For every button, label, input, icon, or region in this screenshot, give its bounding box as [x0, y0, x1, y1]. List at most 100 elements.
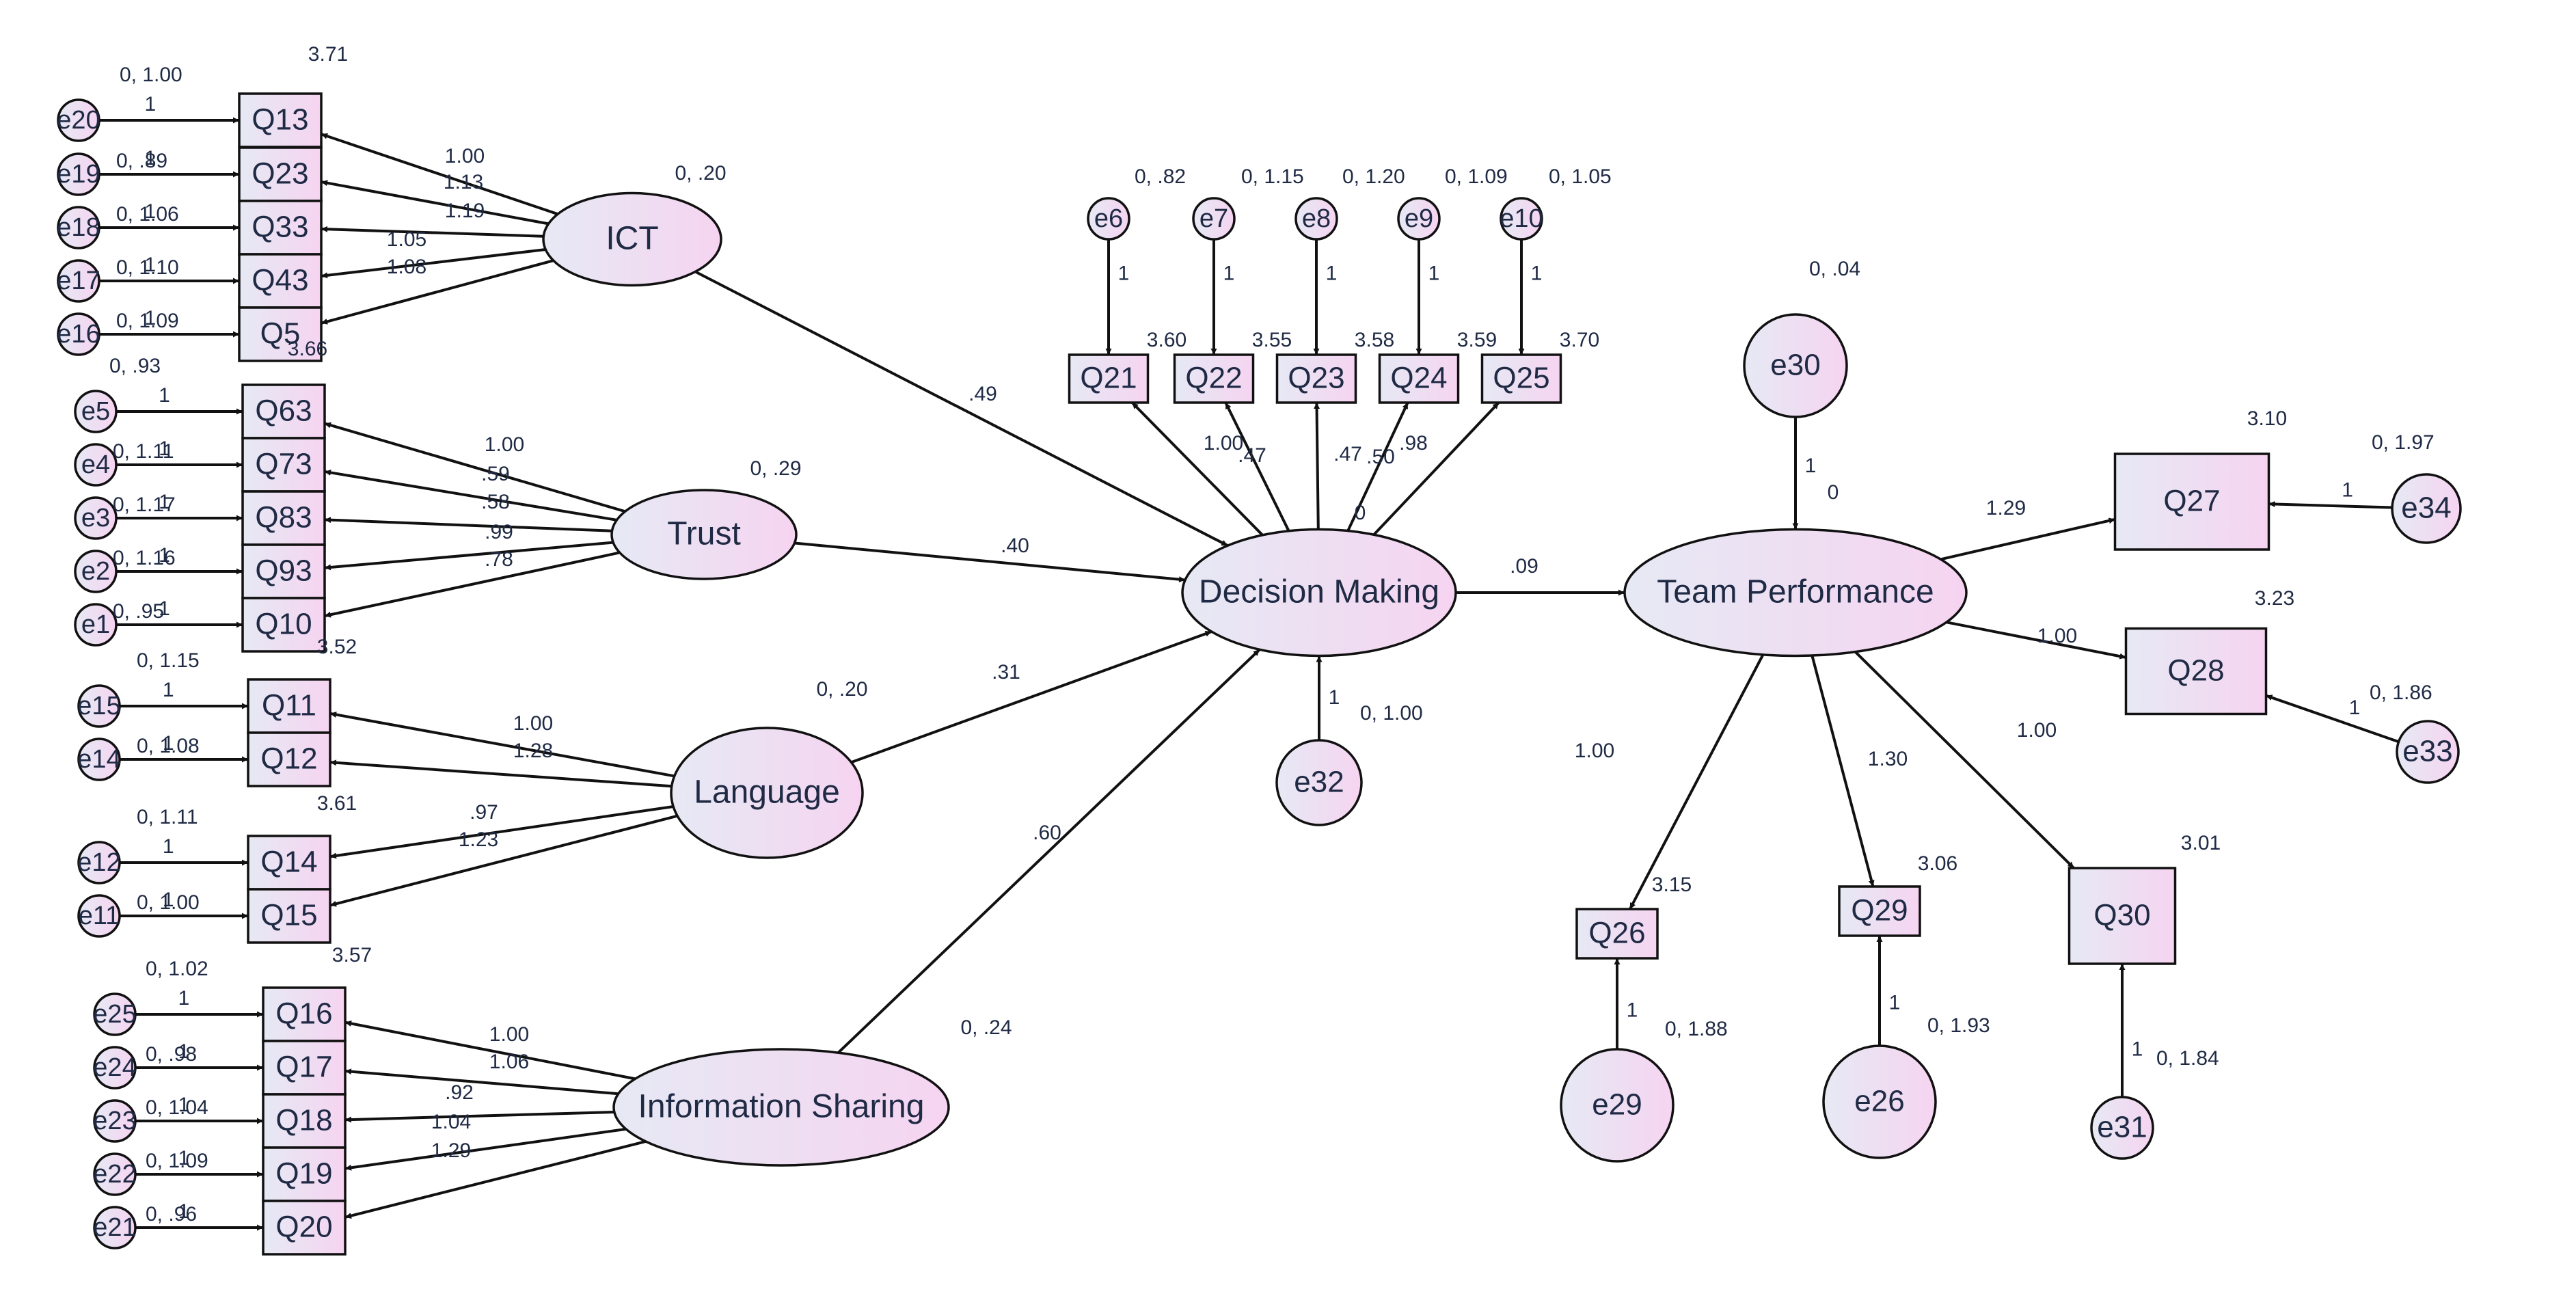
- error-e12[interactable]: [77, 841, 121, 884]
- error-e1[interactable]: [74, 603, 118, 647]
- path-e33-to-q28: [2265, 694, 2400, 744]
- observed-q20[interactable]: [262, 1200, 347, 1256]
- latent-tp[interactable]: [1623, 528, 1968, 658]
- path-coefficient-trust-q93: .99: [485, 521, 513, 543]
- observed-q23[interactable]: [238, 146, 323, 202]
- observed-q30[interactable]: [2067, 867, 2177, 965]
- observed-q43[interactable]: [238, 253, 323, 309]
- error-weight-e1: 1: [159, 597, 170, 620]
- observed-label-q18: Q18: [275, 1104, 332, 1137]
- error-weight-e8: 1: [1326, 262, 1338, 284]
- error-e15[interactable]: [77, 684, 121, 728]
- latent-variance-info: 0, .24: [960, 1016, 1012, 1039]
- error-e14[interactable]: [77, 738, 121, 781]
- error-weight-e29: 1: [1627, 999, 1638, 1022]
- error-e16[interactable]: [57, 312, 100, 356]
- error-e31[interactable]: [2090, 1096, 2154, 1160]
- error-e9[interactable]: [1397, 197, 1441, 241]
- latent-language[interactable]: [670, 727, 864, 859]
- error-e10[interactable]: [1500, 197, 1543, 241]
- observed-label-q20: Q20: [275, 1211, 332, 1244]
- error-e26[interactable]: [1822, 1044, 1937, 1159]
- error-weight-e18: 1: [145, 200, 157, 223]
- observed-q17[interactable]: [262, 1040, 347, 1096]
- error-e25[interactable]: [93, 992, 137, 1036]
- observed-q23b[interactable]: [1275, 353, 1357, 404]
- latent-ict[interactable]: [542, 191, 722, 287]
- observed-label-q5: Q5: [260, 317, 301, 351]
- error-e4[interactable]: [74, 443, 118, 487]
- error-e5[interactable]: [74, 390, 118, 433]
- observed-q29[interactable]: [1838, 885, 1921, 937]
- latent-variance-language: 0, .20: [816, 678, 867, 701]
- path-info-to-q18: [344, 1110, 614, 1123]
- observed-q28[interactable]: [2124, 627, 2268, 716]
- latent-dm[interactable]: [1181, 528, 1457, 658]
- error-e24[interactable]: [93, 1046, 137, 1090]
- error-variance-e6: 0, .82: [1135, 165, 1186, 188]
- error-e3[interactable]: [74, 496, 118, 540]
- observed-q26[interactable]: [1575, 908, 1659, 960]
- error-label-e19: e19: [57, 160, 100, 189]
- path-coefficient-ict-q43: 1.05: [387, 228, 426, 251]
- path-coefficient-language-q15: 1.23: [459, 828, 498, 851]
- observed-q73[interactable]: [241, 437, 326, 493]
- path-coefficient-ict-q5: 1.08: [387, 256, 426, 278]
- observed-q15[interactable]: [247, 888, 331, 944]
- error-e29[interactable]: [1560, 1048, 1675, 1163]
- error-variance-e15: 0, 1.15: [137, 649, 200, 672]
- observed-q11[interactable]: [247, 678, 331, 734]
- latent-label-info: Information Sharing: [638, 1089, 925, 1125]
- latent-label-dm: Decision Making: [1199, 574, 1439, 610]
- error-weight-e32: 1: [1329, 686, 1340, 709]
- error-weight-e4: 1: [159, 437, 170, 460]
- observed-q24[interactable]: [1378, 353, 1460, 404]
- error-e34[interactable]: [2391, 473, 2462, 544]
- error-e17[interactable]: [57, 259, 100, 303]
- observed-q12[interactable]: [247, 731, 331, 787]
- path-coefficient-info-dm: .60: [1033, 822, 1061, 844]
- error-e7[interactable]: [1192, 197, 1236, 241]
- error-variance-e9: 0, 1.09: [1445, 165, 1508, 188]
- error-e2[interactable]: [74, 550, 118, 593]
- error-e6[interactable]: [1087, 197, 1130, 241]
- observed-q10[interactable]: [241, 597, 326, 653]
- observed-q63[interactable]: [241, 383, 326, 440]
- error-weight-e33: 1: [2349, 697, 2361, 719]
- observed-q33[interactable]: [238, 200, 323, 256]
- error-variance-e7: 0, 1.15: [1241, 165, 1304, 188]
- observed-label-q43: Q43: [252, 264, 308, 297]
- observed-q21[interactable]: [1068, 353, 1150, 404]
- observed-q25[interactable]: [1480, 353, 1562, 404]
- error-e11[interactable]: [77, 894, 121, 938]
- error-e23[interactable]: [93, 1099, 137, 1143]
- observed-q16[interactable]: [262, 986, 347, 1042]
- path-coefficient-info-q17: 1.06: [489, 1051, 529, 1073]
- latent-variance-dm: 0: [1355, 502, 1366, 524]
- error-e18[interactable]: [57, 206, 100, 249]
- path-coefficient-tp-q28: 1.00: [2037, 625, 2077, 647]
- error-e8[interactable]: [1294, 197, 1338, 241]
- path-trust-to-q83: [324, 517, 612, 532]
- latent-label-trust: Trust: [667, 516, 741, 552]
- error-label-e16: e16: [57, 320, 100, 349]
- observed-q27[interactable]: [2113, 452, 2270, 551]
- latent-trust[interactable]: [610, 489, 798, 580]
- error-e21[interactable]: [93, 1206, 137, 1249]
- error-e22[interactable]: [93, 1152, 137, 1196]
- error-e32[interactable]: [1275, 739, 1363, 826]
- error-variance-e2: 0, 1.16: [113, 547, 176, 569]
- path-coefficient-dm-tp: .09: [1510, 555, 1538, 578]
- error-e30[interactable]: [1743, 313, 1848, 418]
- error-e20[interactable]: [57, 98, 100, 142]
- observed-q22[interactable]: [1173, 353, 1255, 404]
- observed-q19[interactable]: [262, 1146, 347, 1202]
- path-tp-to-q27: [1940, 517, 2115, 561]
- error-e19[interactable]: [57, 152, 100, 196]
- observed-q5[interactable]: [238, 306, 323, 362]
- latent-info[interactable]: [612, 1048, 950, 1167]
- error-label-e9: e9: [1405, 204, 1433, 233]
- error-e33[interactable]: [2396, 720, 2460, 784]
- error-weight-e3: 1: [159, 491, 170, 513]
- path-ict-to-q5: [321, 259, 554, 325]
